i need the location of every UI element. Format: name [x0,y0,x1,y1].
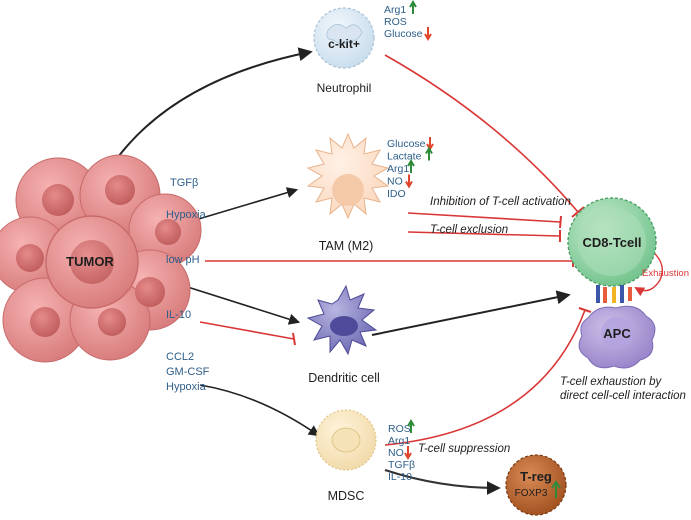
mdsc-marker-arg1: Arg1 [388,435,410,447]
tam-marker-arg1: Arg1 [387,163,409,175]
down-arrow-icon [426,137,434,151]
neutrophil-marker-arg1: Arg1 [384,4,406,16]
cd8-tcell [567,197,657,287]
tam-name: TAM (M2) [319,239,374,253]
annotation-exclusion: T-cell exclusion [430,224,508,236]
up-arrow-icon [425,146,433,161]
mdsc-cell [315,409,377,471]
tumor-cluster [0,154,202,363]
inhibit-il10-to-dc [199,321,295,340]
neutrophil-inner-label: c-kit+ [328,37,360,51]
signal-hypoxia-2: Hypoxia [166,381,207,393]
signal-il10: IL-10 [166,309,191,321]
tam-marker-glucose: Glucose [387,138,426,150]
tumor-label: TUMOR [66,254,114,269]
down-arrow-icon [404,446,412,460]
signal-gmcsf: GM-CSF [166,366,210,378]
inhibit-tam-exclusion [407,231,561,237]
neutrophil-name: Neutrophil [317,81,372,95]
treg-marker-foxp3: FOXP3 [515,488,548,499]
arrow-tumor-to-dc [174,282,301,325]
dendritic-cell [306,284,378,356]
receptor-ligands [596,285,632,303]
mdsc-marker-no: NO [388,447,404,459]
exhaustion-loop [634,247,663,297]
annotation-exhaustion-2: direct cell-cell interaction [560,390,686,402]
apc-cell [578,305,656,369]
tam-marker-lactate: Lactate [387,151,422,163]
annotation-suppression: T-cell suppression [418,443,510,455]
inhibit-neutrophil-bar [571,206,585,218]
mdsc-name: MDSC [328,489,365,503]
neutrophil-marker-glucose: Glucose [384,28,423,40]
up-arrow-icon [407,419,415,433]
signal-tgfb: TGFβ [170,177,198,189]
inhibit-mdsc-bar [578,307,592,313]
inhibit-il10-bar [292,332,296,346]
neutrophil-cell [313,7,375,69]
tam-marker-ido: IDO [387,188,406,200]
treg-cell [505,454,567,516]
inhibit-tam-activation [407,212,561,223]
signal-low-ph: low pH [166,254,200,266]
up-arrow-icon [409,0,417,14]
apc-label: APC [603,326,631,341]
signal-ccl2: CCL2 [166,351,194,363]
neutrophil-marker-ros: ROS [384,16,407,28]
mdsc-marker-tgf: TGFβ [388,459,415,471]
arrow-tumor-to-mdsc [199,384,320,437]
foxp3-up-arrow [551,480,561,498]
mdsc-marker-il10: IL-10 [388,471,412,483]
arrow-tumor-to-neutrophil [109,47,313,169]
treg-label: T-reg [520,469,552,484]
up-arrow-icon [407,159,415,173]
down-arrow-icon [424,27,432,41]
cd8-label: CD8-Tcell [583,235,642,250]
arrow-mdsc-to-treg [384,469,501,495]
arrow-dc-to-cd8 [371,290,571,336]
inhibit-tam-activation-bar [559,215,562,229]
annotation-exhaustion-1: T-cell exhaustion by [560,376,662,388]
dendritic-name: Dendritic cell [308,371,380,385]
down-arrow-icon [405,174,413,189]
inhibit-mdsc-to-cd8 [384,309,586,446]
tam-marker-no: NO [387,176,403,188]
mdsc-marker-ros: ROS [388,423,411,435]
tam-cell [306,132,390,220]
annotation-inhibition: Inhibition of T-cell activation [430,196,571,208]
signal-hypoxia: Hypoxia [166,209,207,221]
exhaustion-label: Exhaustion [642,268,689,279]
inhibit-neutrophil-to-cd8 [384,54,579,213]
